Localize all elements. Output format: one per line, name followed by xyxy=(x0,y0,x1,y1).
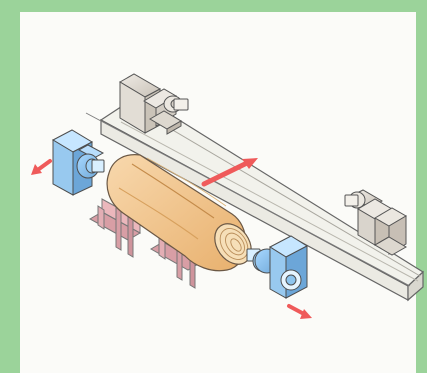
red-motion-arrow-icon xyxy=(31,158,312,319)
right-log-charger-icon xyxy=(344,189,407,256)
left-spindle-icon xyxy=(51,129,105,196)
top-log-charger-icon xyxy=(119,73,189,135)
right-spindle-icon xyxy=(246,235,309,299)
log-icon xyxy=(106,154,252,272)
rail-beam xyxy=(85,94,424,302)
